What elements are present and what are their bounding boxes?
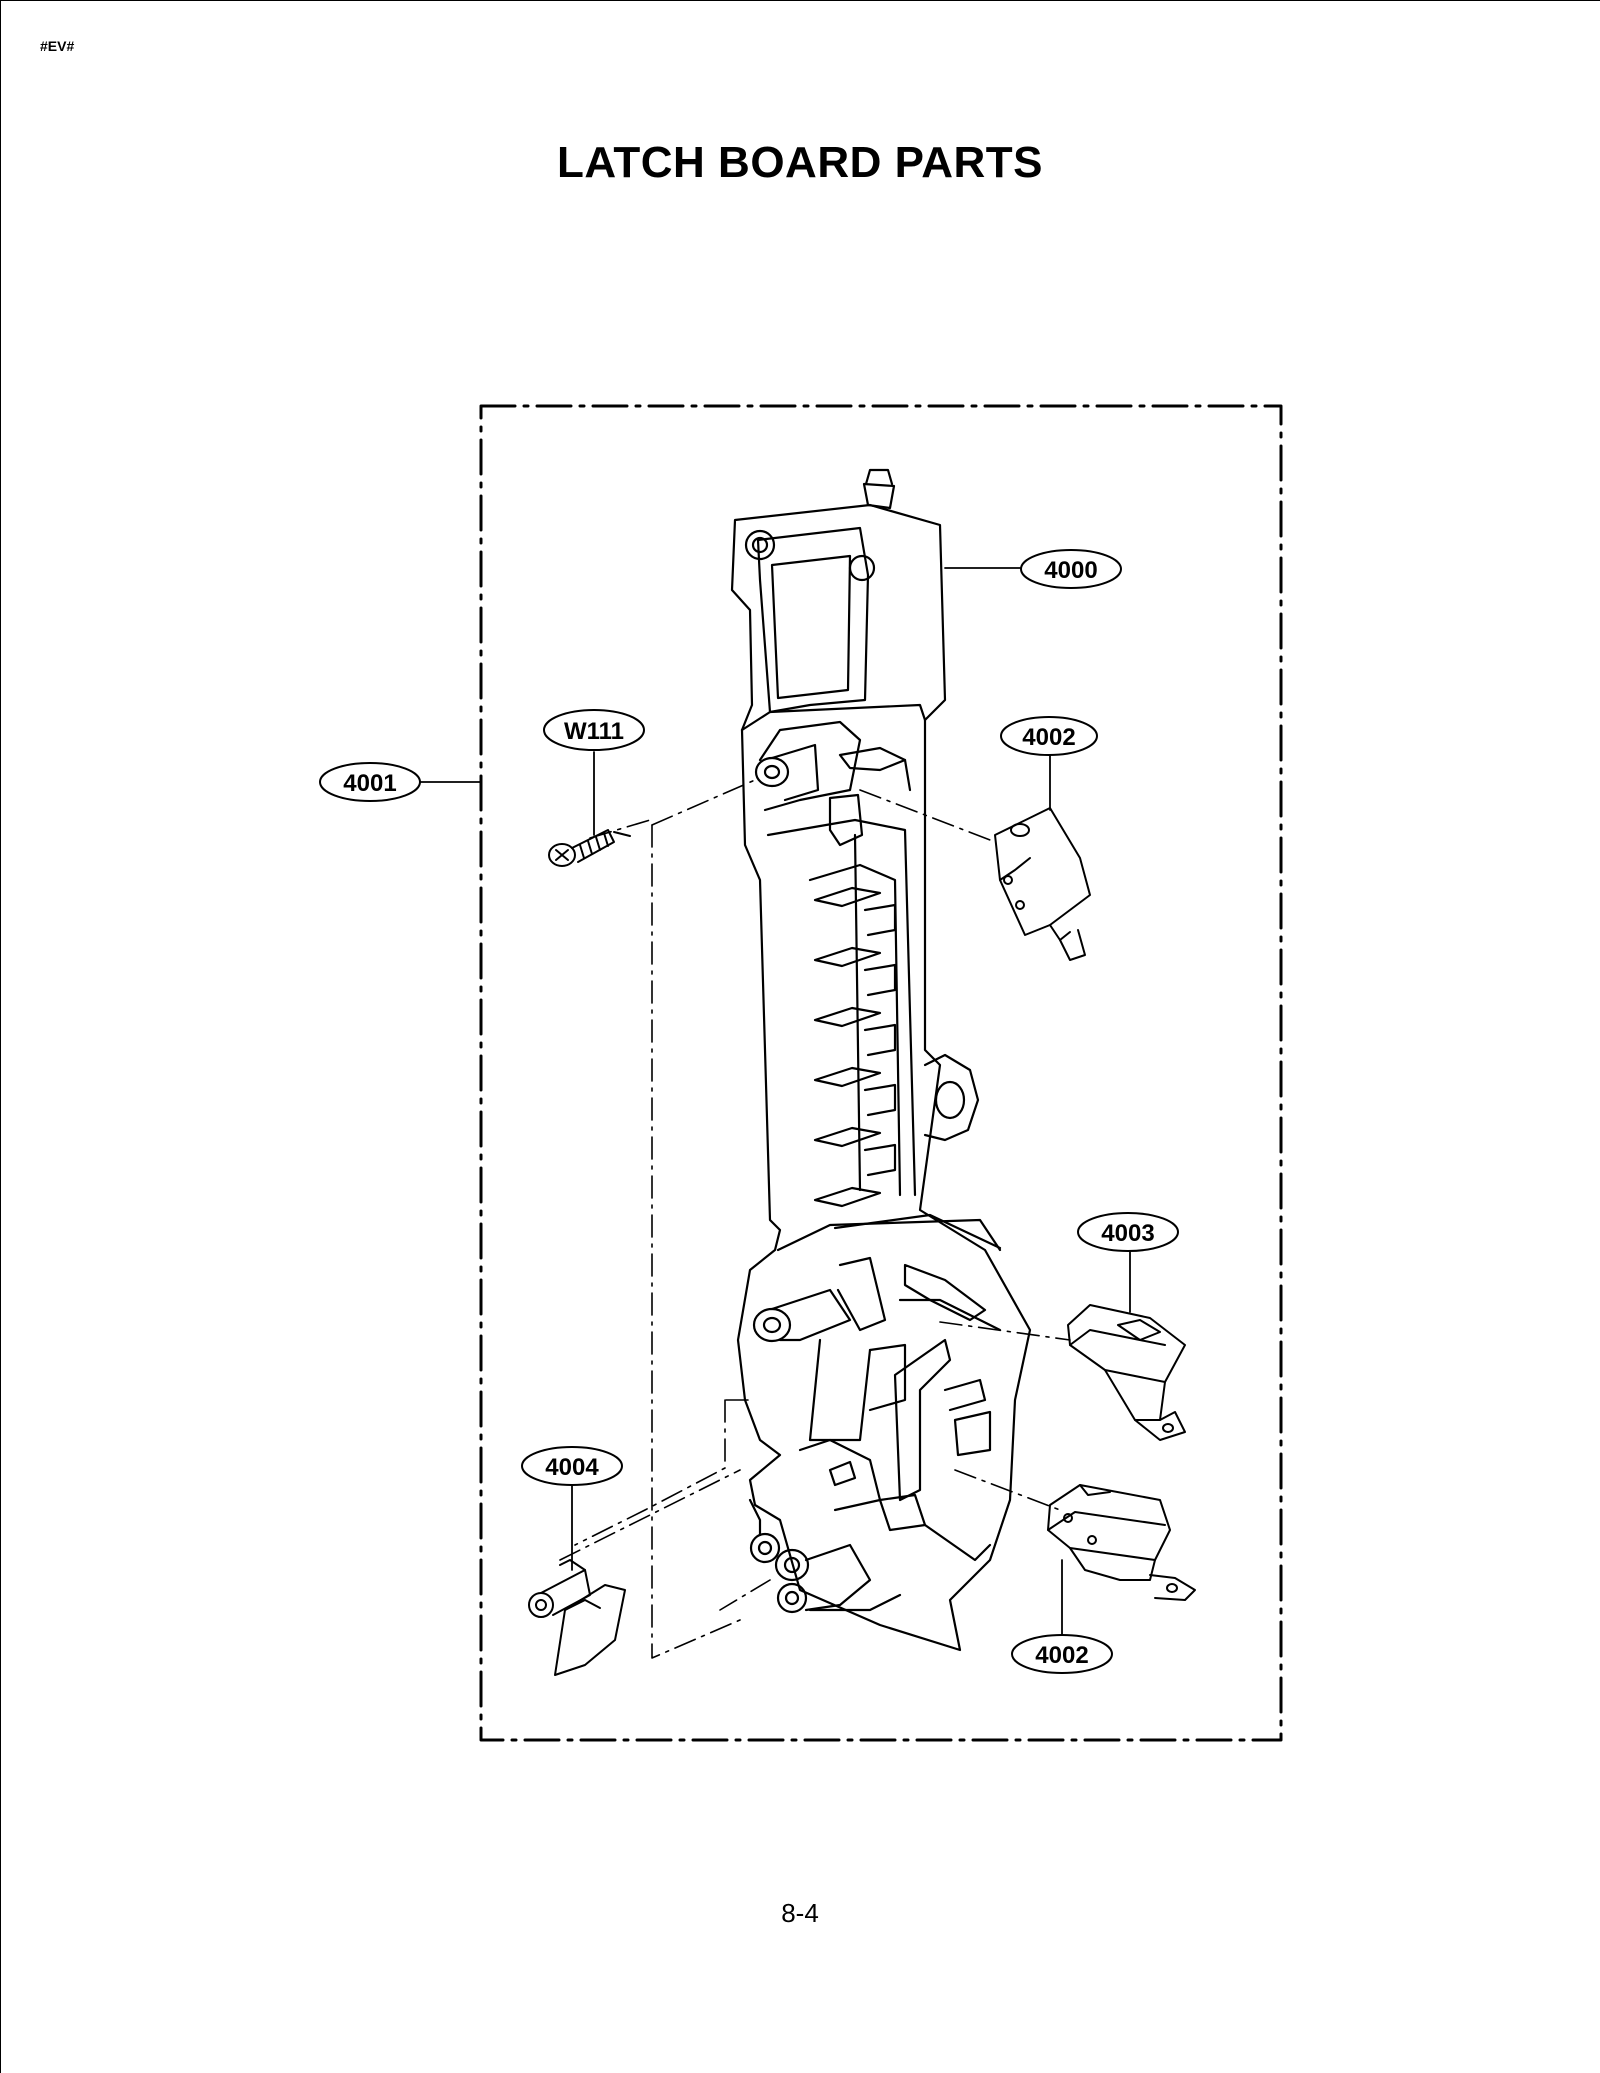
latch-lever (528, 1559, 626, 1676)
microswitch-lower (1047, 1484, 1196, 1601)
page-title: LATCH BOARD PARTS (557, 138, 1043, 187)
callout-4002-lower: 4002 (1011, 1634, 1113, 1674)
svg-text:W111: W111 (564, 718, 624, 745)
lever-leader (559, 1469, 741, 1561)
header-code: #EV# (40, 38, 75, 54)
microswitch-upper (994, 807, 1091, 961)
svg-text:4000: 4000 (1044, 557, 1097, 584)
svg-text:4004: 4004 (545, 1454, 599, 1481)
svg-text:4002: 4002 (1035, 1642, 1088, 1669)
callout-w111: W111 (543, 709, 645, 751)
svg-text:4001: 4001 (343, 770, 396, 797)
svg-text:4003: 4003 (1101, 1220, 1154, 1247)
page-border-top (0, 0, 1600, 1)
svg-text:4002: 4002 (1022, 724, 1075, 751)
board-ribs (813, 886, 897, 1208)
page-number: 8-4 (781, 1898, 819, 1928)
screw-w111 (548, 829, 631, 867)
callout-leaders (417, 567, 1131, 1636)
callout-4002-upper: 4002 (1000, 716, 1098, 756)
latch-board (730, 468, 1032, 1652)
callout-4003: 4003 (1077, 1212, 1179, 1252)
screw-leader (589, 819, 651, 839)
assembly-lines (574, 779, 1071, 1659)
callout-4000: 4000 (1020, 549, 1122, 589)
assembly-boundary (479, 404, 1283, 1742)
page-border-left (0, 0, 1, 2073)
microswitch-middle (1067, 1304, 1186, 1441)
callout-4004: 4004 (521, 1446, 623, 1486)
callout-4001: 4001 (319, 762, 421, 802)
